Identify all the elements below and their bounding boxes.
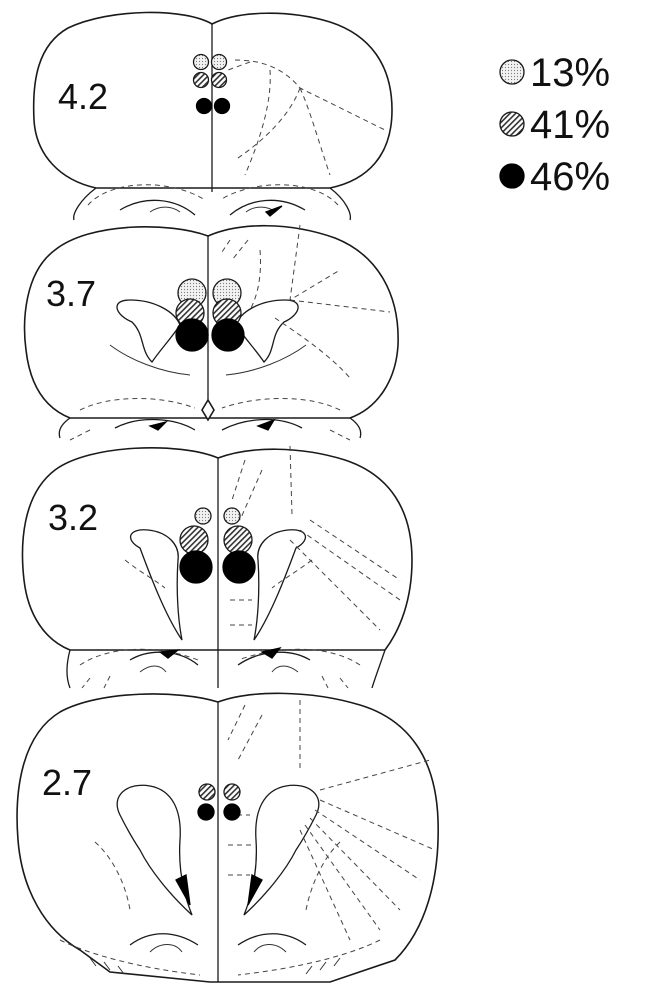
site-hatched — [212, 73, 227, 88]
site-solid — [176, 319, 208, 351]
site-hatched — [224, 784, 240, 800]
legend-item-dotted: 13% — [500, 51, 610, 95]
site-hatched — [180, 526, 208, 554]
site-hatched — [199, 784, 215, 800]
site-solid — [212, 319, 244, 351]
legend-swatch-solid — [500, 164, 524, 188]
site-dotted — [224, 508, 240, 524]
section-outline — [22, 448, 412, 650]
site-solid — [180, 551, 212, 583]
site-dotted — [195, 508, 211, 524]
section-label: 4.2 — [58, 76, 108, 117]
site-solid — [224, 804, 240, 820]
brain-section-3-2: 3.2 — [22, 446, 412, 688]
legend-label: 13% — [530, 51, 610, 95]
section-label-3-2: 3.2 — [48, 497, 98, 538]
site-hatched — [194, 73, 209, 88]
legend-label: 46% — [530, 155, 610, 199]
legend-swatch-dotted — [500, 60, 524, 84]
brain-section-2-7: 2.7 — [17, 693, 438, 982]
legend: 13% 41% 46% — [500, 51, 610, 199]
section-label: 3.7 — [46, 273, 96, 314]
site-solid — [223, 551, 255, 583]
section-outline — [17, 693, 438, 982]
section-label-4-2: 4.2 — [58, 76, 108, 117]
section-label: 3.2 — [48, 497, 98, 538]
section-outline — [25, 226, 399, 418]
legend-label: 41% — [530, 103, 610, 147]
legend-item-hatched: 41% — [500, 103, 610, 147]
site-dotted — [212, 55, 227, 70]
site-solid — [198, 804, 214, 820]
legend-item-solid: 46% — [500, 155, 610, 199]
section-label-3-7: 3.7 — [46, 273, 96, 314]
site-hatched — [224, 526, 252, 554]
brain-section-4-2: 4.2 — [34, 12, 392, 220]
site-solid — [197, 99, 212, 114]
site-solid — [215, 99, 230, 114]
section-label-2-7: 2.7 — [42, 762, 92, 803]
site-dotted — [194, 55, 209, 70]
legend-swatch-hatched — [500, 112, 524, 136]
brain-section-3-7: 3.7 — [25, 225, 399, 440]
section-label: 2.7 — [42, 762, 92, 803]
